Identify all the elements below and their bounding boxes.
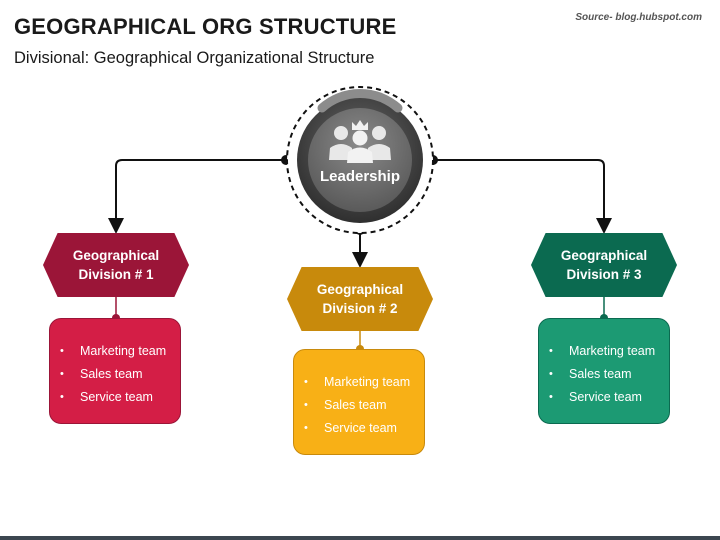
connector-to-division-1 — [108, 159, 286, 234]
team-label: Service team — [80, 389, 153, 404]
division-3-title-line1: Geographical — [560, 248, 648, 263]
connector-to-division-3 — [433, 159, 612, 234]
division-3-title-line2: Division # 3 — [566, 267, 642, 282]
list-item: • Sales team — [60, 362, 180, 385]
division-3-card: • Marketing team • Sales team • Service tea… — [538, 318, 670, 424]
list-item: • Service team — [549, 385, 669, 408]
bullet-icon: • — [549, 367, 553, 380]
division-1-card: • Marketing team • Sales team • Service tea… — [49, 318, 181, 424]
bullet-icon: • — [60, 367, 64, 380]
division-1-header: Geographical Division # 1 — [43, 233, 189, 297]
team-label: Marketing team — [569, 343, 656, 358]
leadership-label: Leadership — [319, 168, 401, 185]
list-item: • Service team — [60, 385, 180, 408]
bullet-icon: • — [549, 390, 553, 403]
team-label: Marketing team — [324, 374, 411, 389]
team-label: Sales team — [80, 366, 143, 381]
division-1-title-line2: Division # 1 — [78, 267, 154, 282]
leadership-ring-highlight — [317, 88, 403, 113]
division-1-title-line1: Geographical — [72, 248, 160, 263]
list-item: • Sales team — [549, 362, 669, 385]
list-item: • Sales team — [304, 393, 424, 416]
division-2-card: • Marketing team • Sales team • Service tea… — [293, 349, 425, 455]
division-2-title-line2: Division # 2 — [322, 301, 398, 316]
page-title: GEOGRAPHICAL ORG STRUCTURE — [14, 14, 397, 39]
page-subtitle: Divisional: Geographical Organizational … — [14, 49, 375, 67]
team-label: Marketing team — [80, 343, 167, 358]
division-2-header: Geographical Division # 2 — [287, 267, 433, 331]
bullet-icon: • — [304, 421, 308, 434]
team-label: Service team — [569, 389, 642, 404]
bullet-icon: • — [60, 344, 64, 357]
list-item: • Marketing team — [549, 339, 669, 362]
division-2-title-line1: Geographical — [316, 282, 404, 297]
list-item: • Service team — [304, 416, 424, 439]
people-crown-icon — [329, 120, 391, 163]
bullet-icon: • — [304, 375, 308, 388]
team-label: Service team — [324, 420, 397, 435]
division-3-header: Geographical Division # 3 — [531, 233, 677, 297]
team-label: Sales team — [324, 397, 387, 412]
list-item: • Marketing team — [60, 339, 180, 362]
bullet-icon: • — [549, 344, 553, 357]
source-note: Source- blog.hubspot.com — [575, 12, 702, 23]
list-item: • Marketing team — [304, 370, 424, 393]
bullet-icon: • — [304, 398, 308, 411]
bottom-bar — [0, 536, 720, 540]
team-label: Sales team — [569, 366, 632, 381]
bullet-icon: • — [60, 390, 64, 403]
